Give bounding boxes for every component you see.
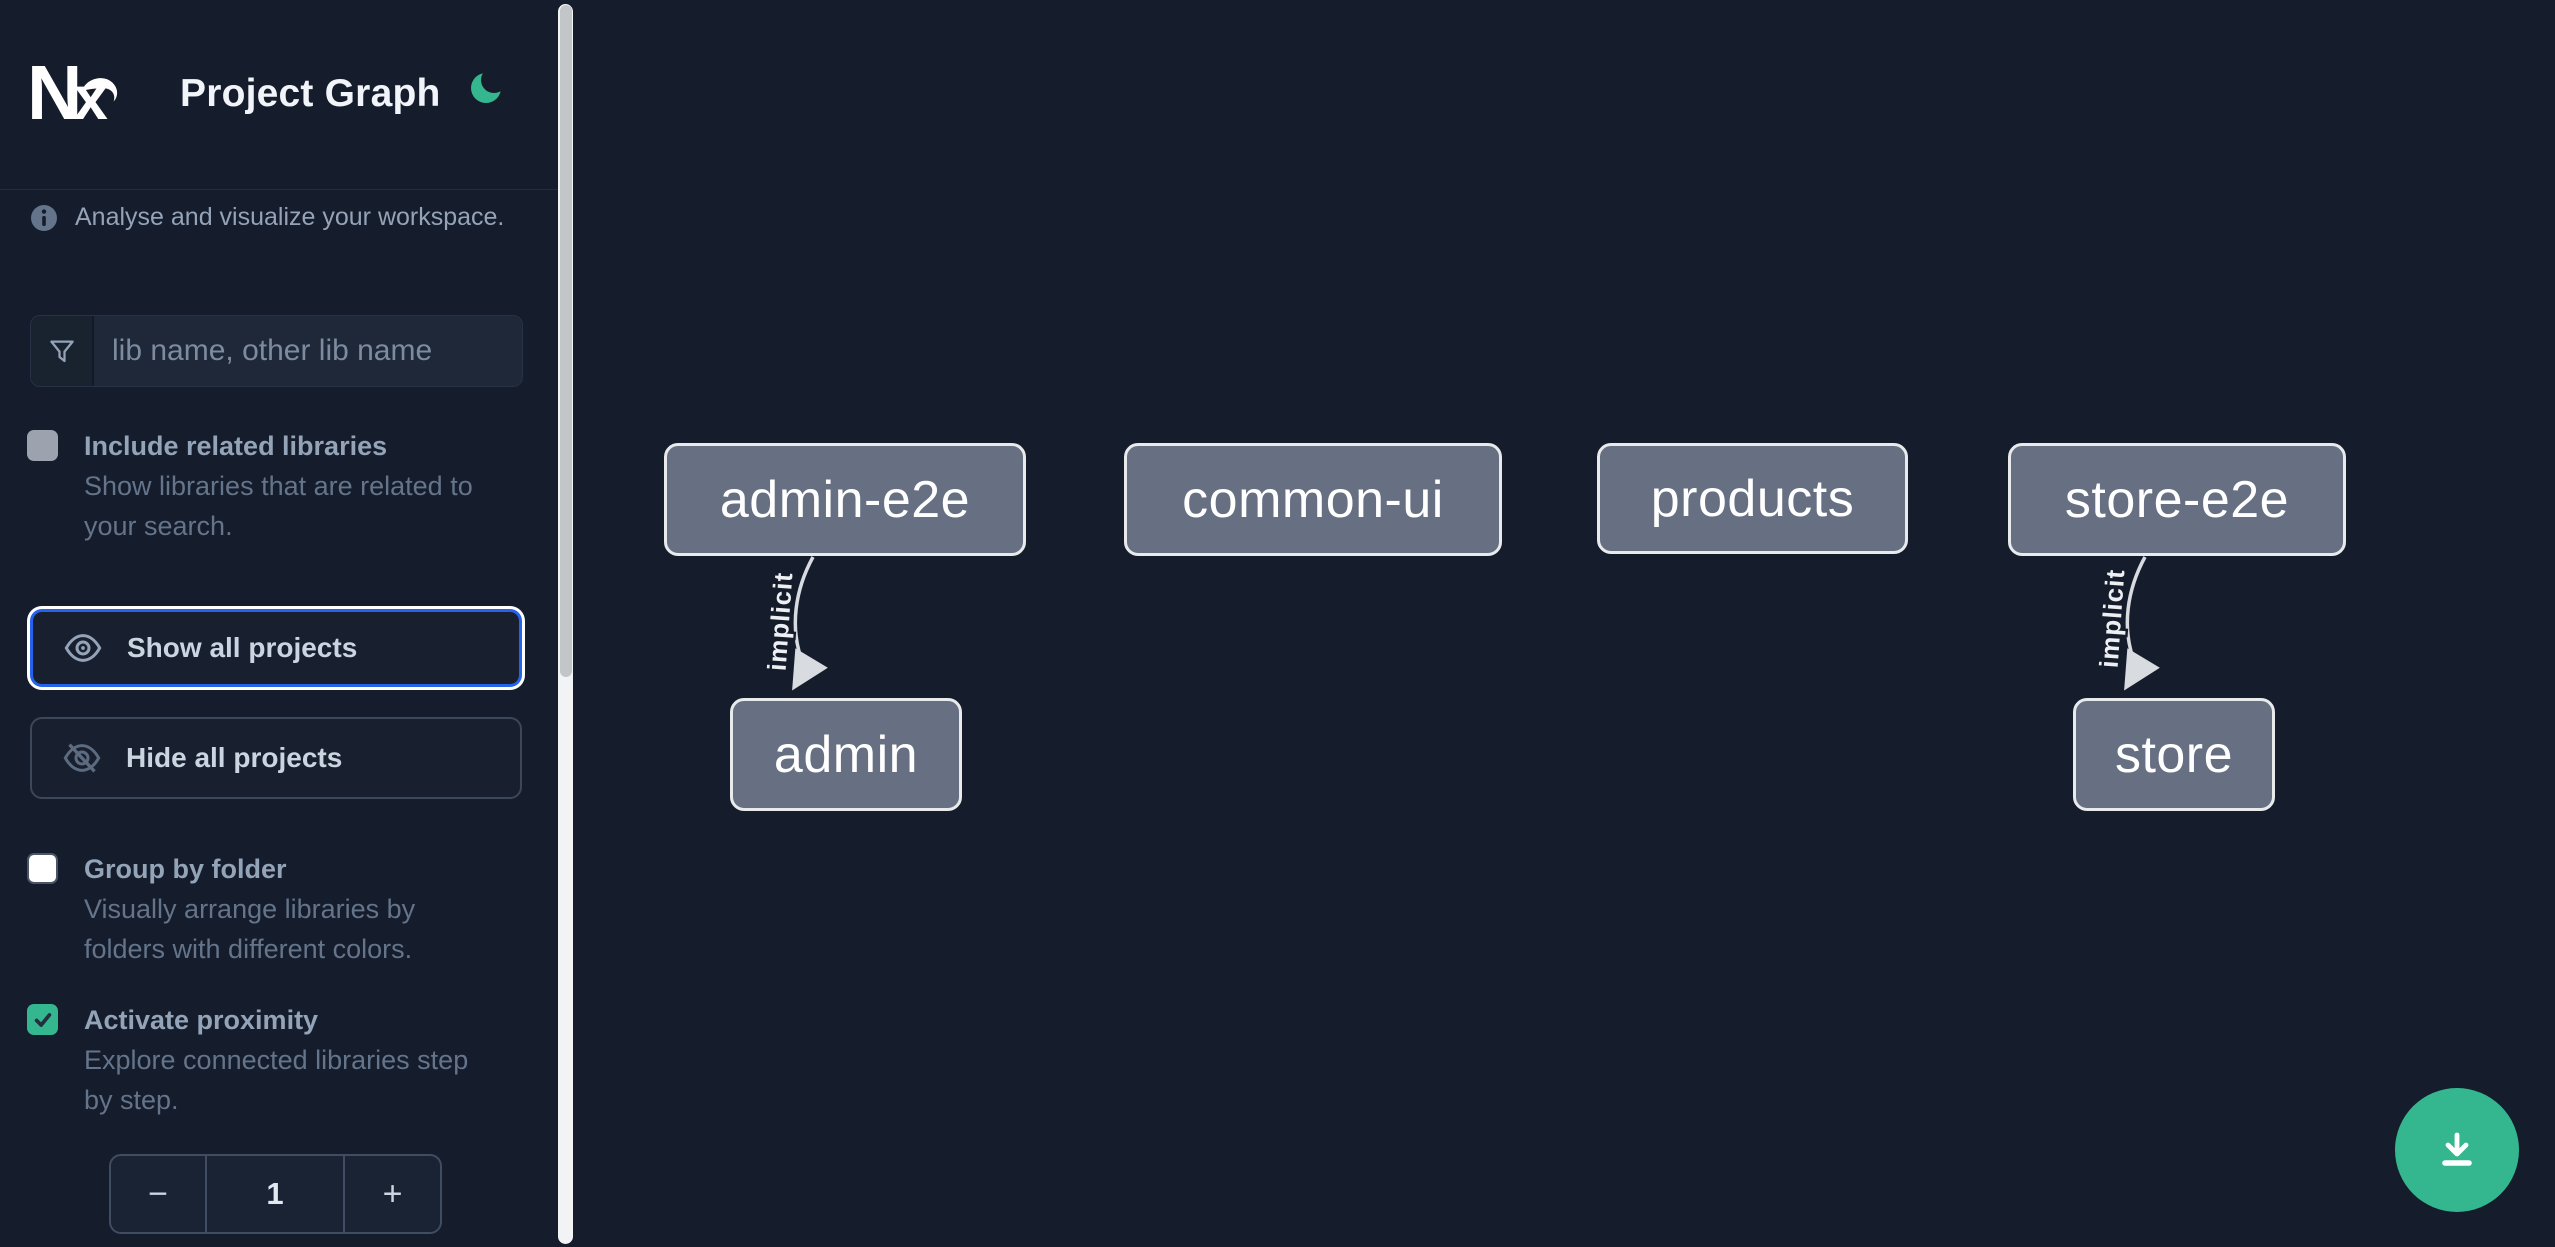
stepper-value: 1 bbox=[266, 1176, 284, 1211]
increment-button[interactable]: + bbox=[343, 1156, 440, 1232]
show-all-projects-button[interactable]: Show all projects bbox=[30, 609, 522, 687]
graph-node-store[interactable]: store bbox=[2073, 698, 2275, 811]
option-desc-line: Visually arrange libraries by bbox=[84, 894, 416, 924]
moon-icon bbox=[471, 66, 507, 103]
option-include-related: Include related libraries Show libraries… bbox=[27, 426, 527, 546]
filter-search-box bbox=[30, 315, 523, 387]
graph-node-admin-e2e[interactable]: admin-e2e bbox=[664, 443, 1026, 556]
group-by-folder-checkbox[interactable] bbox=[27, 853, 58, 884]
option-desc-line: your search. bbox=[84, 511, 233, 541]
sidebar-scrollbar-track[interactable] bbox=[558, 4, 573, 1244]
graph-edge-admin-e2e-admin bbox=[792, 556, 828, 691]
option-label: Group by folder bbox=[84, 854, 287, 884]
graph-node-store-e2e[interactable]: store-e2e bbox=[2008, 443, 2346, 556]
option-text: Group by folder Visually arrange librari… bbox=[84, 849, 527, 969]
option-desc-line: Show libraries that are related to bbox=[84, 471, 473, 501]
svg-text:x: x bbox=[74, 64, 108, 130]
svg-text:N: N bbox=[27, 58, 78, 130]
graph-node-products[interactable]: products bbox=[1597, 443, 1908, 554]
sidebar-header: N x Project Graph bbox=[0, 0, 558, 190]
funnel-icon bbox=[49, 340, 74, 363]
option-group-by-folder: Group by folder Visually arrange librari… bbox=[27, 849, 527, 969]
option-desc-line: Explore connected libraries step bbox=[84, 1045, 469, 1075]
workspace-info: Analyse and visualize your workspace. bbox=[30, 203, 530, 232]
decrement-button[interactable]: − bbox=[111, 1156, 207, 1232]
edge-label: implicit bbox=[2094, 568, 2131, 669]
graph-edge-store-e2e-store bbox=[2124, 556, 2160, 691]
option-desc-line: by step. bbox=[84, 1085, 179, 1115]
hide-all-projects-label: Hide all projects bbox=[126, 742, 343, 773]
dark-mode-toggle[interactable] bbox=[466, 66, 510, 110]
option-label: Include related libraries bbox=[84, 431, 388, 461]
option-text: Include related libraries Show libraries… bbox=[84, 426, 527, 546]
eye-off-icon bbox=[63, 743, 101, 773]
nx-logo-icon: N x bbox=[27, 58, 118, 130]
download-icon bbox=[2442, 1132, 2472, 1166]
sidebar: N x Project Graph Analyse and visualize … bbox=[0, 0, 576, 1247]
info-text: Analyse and visualize your workspace. bbox=[75, 203, 505, 231]
proximity-depth-stepper: − 1 + bbox=[109, 1154, 442, 1234]
download-graph-button[interactable] bbox=[2395, 1088, 2519, 1212]
checkmark-icon bbox=[34, 1012, 51, 1027]
sidebar-scrollbar-thumb[interactable] bbox=[559, 5, 572, 677]
option-desc-line: folders with different colors. bbox=[84, 934, 413, 964]
option-text: Activate proximity Explore connected lib… bbox=[84, 1000, 527, 1120]
hide-all-projects-button[interactable]: Hide all projects bbox=[30, 717, 522, 799]
include-related-checkbox[interactable] bbox=[27, 430, 58, 461]
info-icon bbox=[31, 204, 57, 231]
graph-node-common-ui[interactable]: common-ui bbox=[1124, 443, 1502, 556]
show-all-projects-label: Show all projects bbox=[127, 632, 358, 663]
option-activate-proximity: Activate proximity Explore connected lib… bbox=[27, 1000, 527, 1120]
funnel-cell bbox=[31, 316, 94, 386]
eye-icon bbox=[64, 634, 102, 662]
edge-label: implicit bbox=[762, 571, 799, 672]
page-title: Project Graph bbox=[180, 72, 441, 115]
option-label: Activate proximity bbox=[84, 1005, 319, 1035]
graph-node-admin[interactable]: admin bbox=[730, 698, 962, 811]
search-input[interactable] bbox=[94, 316, 522, 386]
activate-proximity-checkbox[interactable] bbox=[27, 1004, 58, 1035]
